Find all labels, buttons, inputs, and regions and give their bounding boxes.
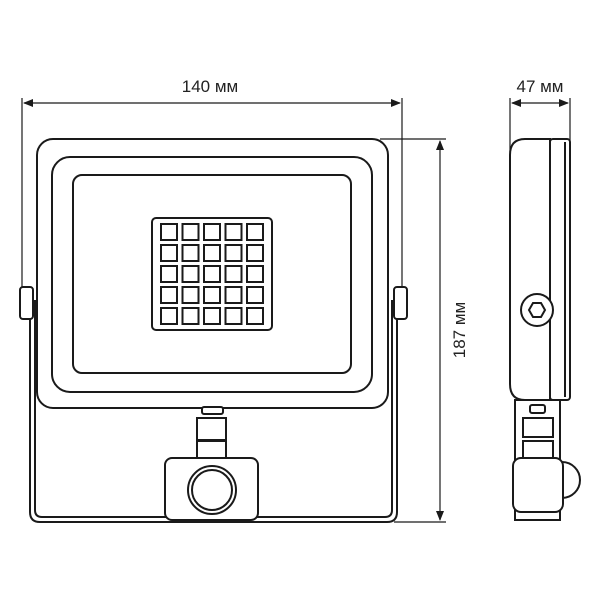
led-cell	[246, 223, 264, 241]
sensor-connector-cap	[201, 406, 224, 415]
sensor-connector-upper	[196, 417, 227, 441]
depth-label: 47 мм	[516, 77, 563, 96]
led-cell	[224, 223, 243, 241]
led-cell	[246, 265, 264, 283]
led-cell	[160, 244, 178, 262]
width-label: 140 мм	[182, 77, 238, 96]
led-cell	[181, 265, 200, 283]
side-sensor-housing	[512, 457, 564, 513]
led-cell	[224, 265, 243, 283]
led-cell	[160, 307, 178, 325]
side-connector-upper	[522, 417, 554, 438]
side-connector-cap	[529, 404, 546, 414]
bracket-bolt-left	[19, 286, 34, 320]
led-array	[160, 223, 264, 325]
led-board	[151, 217, 273, 331]
front-view	[19, 138, 408, 523]
motion-sensor-lens	[191, 469, 233, 511]
led-cell	[181, 286, 200, 304]
led-cell	[160, 286, 178, 304]
side-view	[509, 138, 581, 521]
led-cell	[160, 265, 178, 283]
led-cell	[224, 286, 243, 304]
width-dimension: 140 мм	[21, 77, 403, 292]
side-front-bezel	[549, 138, 571, 401]
front-glass	[72, 174, 352, 374]
led-cell	[224, 244, 243, 262]
side-sensor-dome	[561, 460, 581, 500]
hex-bolt-icon	[527, 302, 547, 318]
motion-sensor-lens-ring	[187, 465, 237, 515]
led-cell	[224, 307, 243, 325]
sensor-connector-lower	[196, 440, 227, 460]
bracket-bolt-right	[393, 286, 408, 320]
mounting-bracket-outer	[29, 300, 398, 523]
housing-frame	[51, 156, 373, 393]
height-dimension: 187 мм	[380, 138, 469, 523]
housing-outer	[36, 138, 389, 409]
side-bolt-washer	[520, 293, 554, 327]
led-cell	[203, 307, 221, 325]
side-housing-body	[509, 138, 551, 401]
led-cell	[160, 223, 178, 241]
led-cell	[203, 244, 221, 262]
led-cell	[203, 265, 221, 283]
led-cell	[181, 307, 200, 325]
led-cell	[181, 244, 200, 262]
led-cell	[246, 286, 264, 304]
led-cell	[181, 223, 200, 241]
led-cell	[246, 244, 264, 262]
side-connector-lower	[522, 440, 554, 460]
led-cell	[203, 286, 221, 304]
led-cell	[203, 223, 221, 241]
height-label: 187 мм	[450, 302, 469, 358]
depth-dimension: 47 мм	[509, 77, 571, 155]
led-cell	[246, 307, 264, 325]
